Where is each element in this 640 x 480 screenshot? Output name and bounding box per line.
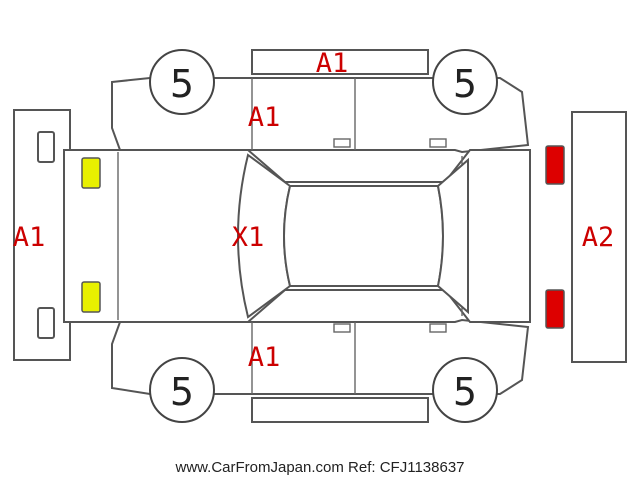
- damage-code-rear-bumper: A2: [582, 222, 615, 253]
- wheel-rear-left: 5: [432, 49, 498, 115]
- wheel-front-right: 5: [149, 357, 215, 423]
- damage-code-front-bumper: A1: [13, 222, 46, 253]
- rear-window: [436, 157, 469, 315]
- rear-right-lamp: [545, 289, 565, 329]
- front-left-lamp: [81, 157, 101, 189]
- damage-code-windshield: X1: [232, 222, 265, 253]
- wheel-rear-right-rating: 5: [453, 370, 477, 414]
- roof: [283, 185, 444, 287]
- wheel-front-right-rating: 5: [170, 370, 194, 414]
- damage-code-left-front-door: A1: [248, 102, 281, 133]
- damage-code-right-front-door: A1: [248, 342, 281, 373]
- rear-left-lamp: [545, 145, 565, 185]
- wheel-rear-right: 5: [432, 357, 498, 423]
- front-bumper: [13, 109, 71, 361]
- wheel-rear-left-rating: 5: [453, 62, 477, 106]
- front-right-lamp: [81, 281, 101, 313]
- footer-watermark: www.CarFromJapan.com Ref: CFJ1138637: [175, 459, 465, 476]
- bottom-side-panel: [251, 397, 429, 423]
- wheel-front-left-rating: 5: [170, 62, 194, 106]
- rear-bumper: [571, 111, 627, 363]
- top-side-panel: [251, 49, 429, 75]
- damage-code-roof-top-panel: A1: [316, 48, 349, 79]
- wheel-front-left: 5: [149, 49, 215, 115]
